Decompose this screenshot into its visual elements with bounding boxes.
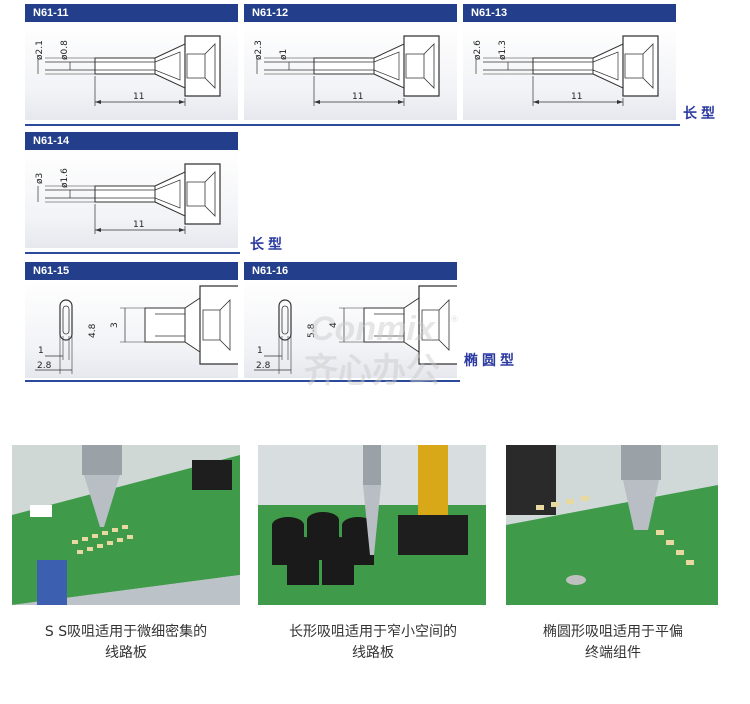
watermark-chinese: 齐心办公 — [304, 351, 440, 390]
caption-line: 终端组件 — [585, 645, 641, 661]
pcb-photo-offset-terminal — [506, 445, 718, 605]
watermark-mark: ® — [450, 315, 459, 325]
slot-height-label: 3 — [110, 322, 120, 328]
caption-line: 线路板 — [352, 645, 394, 661]
type-label-long: 长型 — [250, 237, 286, 253]
nozzle-code: N61-15 — [25, 262, 238, 280]
length-label: 11 — [133, 220, 144, 230]
nozzle-code: N61-16 — [244, 262, 457, 280]
type-label-long: 长型 — [683, 106, 719, 122]
pcb-photo-narrow-space — [258, 445, 486, 605]
outer-dia-label: ø2.6 — [473, 40, 483, 60]
nozzle-card-n61-16: N61-16 1 2.8 5.8 4 — [244, 262, 457, 378]
nozzle-drawing: 1 2.8 4.8 3 — [25, 280, 238, 378]
nozzle-code: N61-12 — [244, 4, 457, 22]
inner-dia-label: ø0.8 — [60, 40, 70, 60]
nozzle-card-n61-13: N61-13 ø2.6 ø1.3 11 — [463, 4, 676, 120]
inner-dia-label: ø1 — [279, 49, 289, 60]
section-divider — [25, 380, 460, 382]
nozzle-drawing: ø2.3 ø1 11 — [244, 22, 457, 120]
caption-narrow-space: 长形吸咀适用于窄小空间的 线路板 — [262, 622, 484, 664]
length-label: 11 — [571, 92, 582, 102]
length-label: 11 — [352, 92, 363, 102]
nozzle-card-n61-14: N61-14 ø3 ø1.6 11 — [25, 132, 238, 248]
nozzle-drawing: ø2.1 ø0.8 11 — [25, 22, 238, 120]
total-label: 2.8 — [37, 361, 52, 371]
tip-height-label: 5.8 — [307, 323, 317, 338]
section-divider — [25, 252, 240, 254]
width-label: 1 — [38, 346, 44, 356]
nozzle-card-n61-15: N61-15 1 2.8 4.8 3 — [25, 262, 238, 378]
caption-line: 线路板 — [105, 645, 147, 661]
watermark-brand: Conmix — [310, 310, 437, 348]
outer-dia-label: ø2.1 — [35, 40, 45, 60]
outer-dia-label: ø3 — [35, 173, 45, 184]
caption-line: 椭圆形吸咀适用于平偏 — [543, 624, 683, 640]
total-label: 2.8 — [256, 361, 271, 371]
nozzle-card-n61-12: N61-12 ø2.3 ø1 11 — [244, 4, 457, 120]
inner-dia-label: ø1.6 — [60, 168, 70, 188]
brand-watermark: Conmix ® 齐心办公 — [300, 300, 470, 391]
caption-line: S S吸咀适用于微细密集的 — [44, 624, 208, 640]
nozzle-drawing: ø3 ø1.6 11 — [25, 150, 238, 248]
tip-height-label: 4.8 — [88, 323, 98, 338]
type-label-oval: 椭圆型 — [464, 353, 518, 369]
width-label: 1 — [257, 346, 263, 356]
section-divider — [25, 124, 680, 126]
length-label: 11 — [133, 92, 144, 102]
caption-line: 长形吸咀适用于窄小空间的 — [289, 624, 457, 640]
nozzle-drawing: 1 2.8 5.8 4 — [244, 280, 457, 378]
nozzle-card-n61-11: N61-11 ø2.1 ø0.8 11 — [25, 4, 238, 120]
nozzle-code: N61-13 — [463, 4, 676, 22]
slot-height-label: 4 — [329, 322, 339, 328]
pcb-photo-fine-pitch — [12, 445, 240, 605]
inner-dia-label: ø1.3 — [498, 40, 508, 60]
nozzle-code: N61-14 — [25, 132, 238, 150]
nozzle-code: N61-11 — [25, 4, 238, 22]
caption-offset-terminal: 椭圆形吸咀适用于平偏 终端组件 — [502, 622, 724, 664]
caption-fine-pitch: S S吸咀适用于微细密集的 线路板 — [15, 622, 237, 664]
nozzle-drawing: ø2.6 ø1.3 11 — [463, 22, 676, 120]
outer-dia-label: ø2.3 — [254, 40, 264, 60]
